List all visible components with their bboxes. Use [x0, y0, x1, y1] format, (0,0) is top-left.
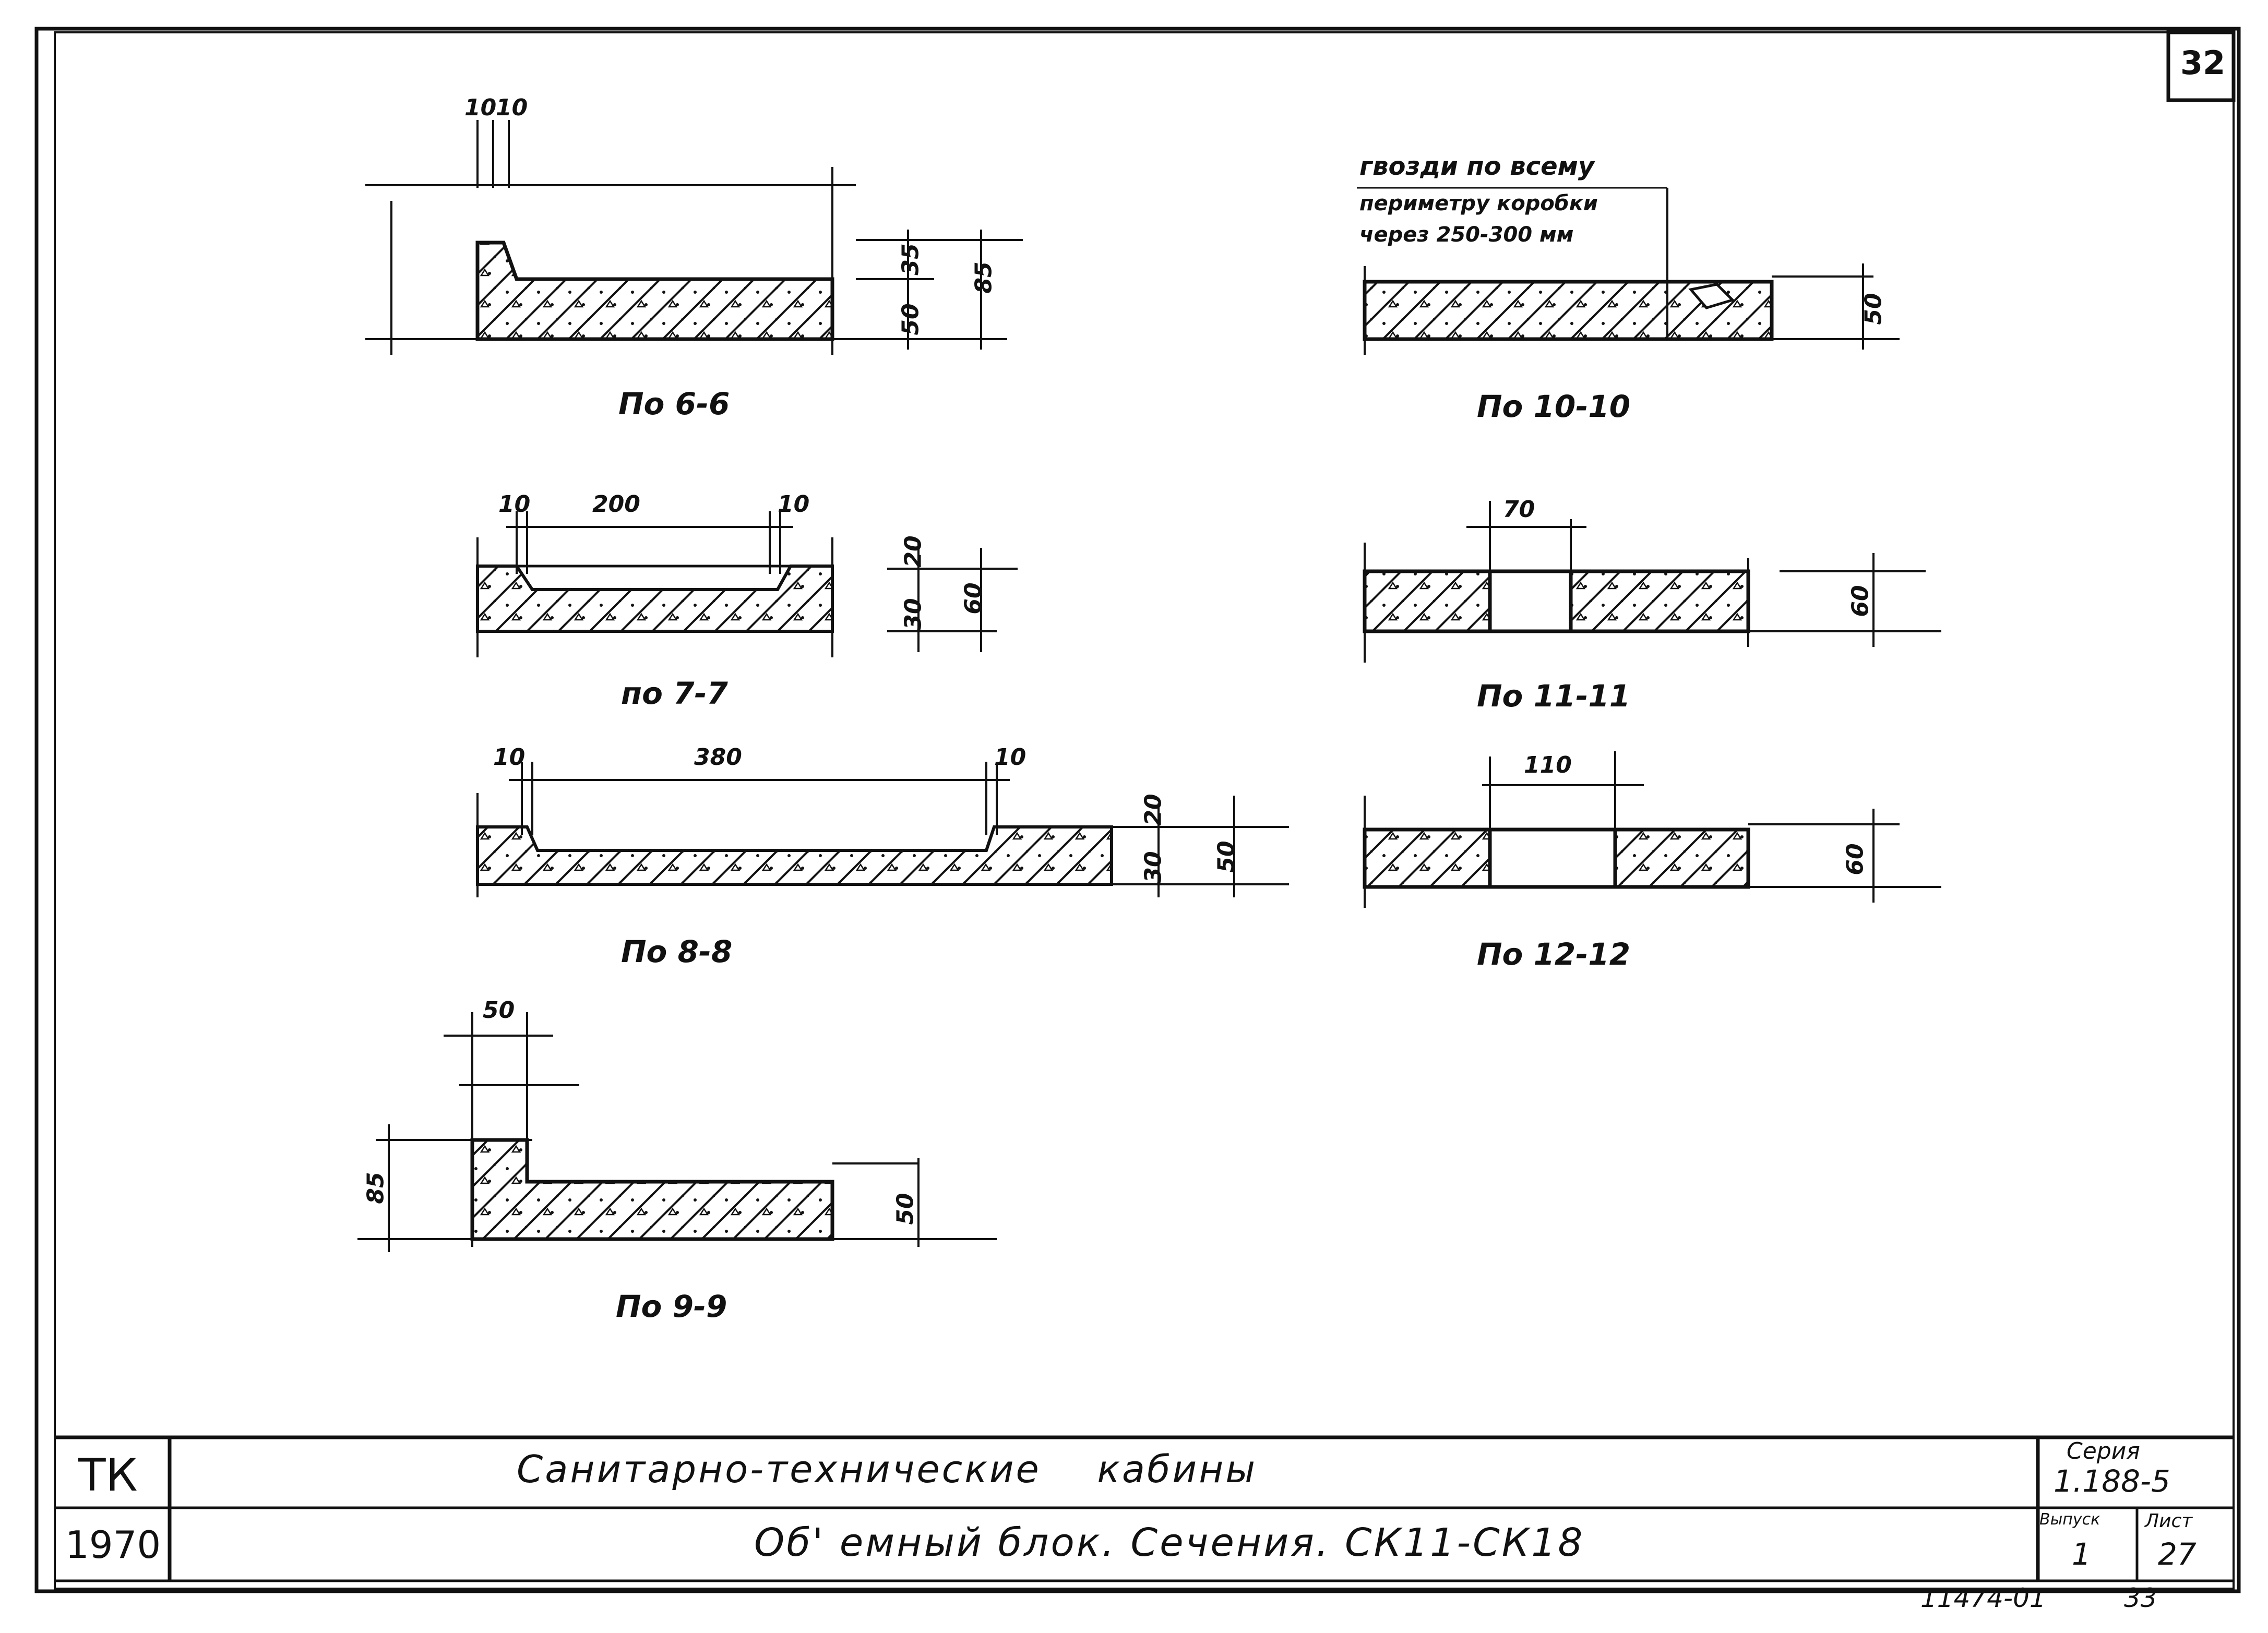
- section-11-11: [1363, 501, 1941, 663]
- section-title-11-11: По 11-11: [1477, 678, 1631, 714]
- section-title-12-12: По 12-12: [1477, 936, 1631, 972]
- section-9-9: [357, 1012, 997, 1252]
- section-title-8-8: По 8-8: [621, 934, 733, 969]
- stamp-sheet-value: 27: [2158, 1536, 2197, 1572]
- dim-11-11-b: 60: [1847, 585, 1874, 617]
- section-title-10-10: По 10-10: [1477, 389, 1631, 424]
- dim-9-9-c: 50: [892, 1193, 919, 1225]
- dim-7-7-a: 10: [498, 491, 531, 518]
- dim-8-8-e: 30: [1140, 851, 1167, 883]
- title-block: [55, 1435, 2234, 1582]
- section-7-7: [476, 511, 1018, 657]
- stamp-series-label: Серия: [2067, 1438, 2140, 1464]
- dim-7-7-d: 20: [900, 535, 927, 568]
- stamp-issue-value: 1: [2072, 1536, 2091, 1572]
- outer-frame: [34, 27, 2241, 1593]
- dim-6-6-e: 85: [970, 261, 997, 294]
- footer-page: 33: [2124, 1583, 2157, 1613]
- dim-8-8-c: 10: [994, 744, 1026, 771]
- section-8-8: [476, 762, 1289, 897]
- dim-7-7-c: 10: [778, 491, 810, 518]
- dim-6-6-b: 10: [496, 94, 528, 121]
- sheet-number-box: [2166, 30, 2236, 102]
- dim-6-6-d: 50: [897, 303, 924, 335]
- inner-frame: [54, 31, 2235, 1590]
- section-12-12: [1363, 751, 1941, 908]
- stamp-sheet-label: Лист: [2145, 1510, 2193, 1532]
- dim-11-11-a: 70: [1503, 496, 1535, 523]
- dim-10-10-a: 50: [1860, 293, 1887, 325]
- stamp-year: 1970: [65, 1523, 161, 1567]
- dim-8-8-f: 50: [1213, 840, 1240, 873]
- section-10-10: [1357, 187, 1900, 355]
- dim-12-12-b: 60: [1842, 843, 1869, 875]
- dim-8-8-d: 20: [1140, 794, 1167, 826]
- dim-6-6-a: 10: [464, 94, 497, 121]
- dim-9-9-a: 50: [483, 997, 515, 1024]
- footer-code: 11474-01: [1920, 1583, 2046, 1613]
- dim-7-7-e: 30: [900, 598, 927, 630]
- dim-6-6-c: 35: [897, 243, 924, 275]
- section-title-7-7: по 7-7: [621, 676, 728, 711]
- nail-note-line-2: периметру коробки: [1359, 191, 1598, 215]
- stamp-title: Санитарно-технические кабины: [517, 1447, 1258, 1491]
- nail-note-line-3: через 250-300 мм: [1359, 223, 1574, 247]
- dim-7-7-f: 60: [960, 582, 987, 615]
- dim-7-7-b: 200: [592, 491, 640, 518]
- dim-12-12-a: 110: [1524, 752, 1572, 778]
- nail-note-line-1: гвозди по всему: [1359, 152, 1595, 181]
- sheet-number: 32: [2180, 44, 2226, 82]
- section-title-9-9: По 9-9: [616, 1289, 727, 1324]
- section-6-6: [365, 120, 1023, 355]
- dim-9-9-b: 85: [362, 1172, 389, 1204]
- stamp-subtitle: Об' емный блок. Сечения. СК11-СК18: [754, 1520, 1585, 1565]
- dim-8-8-b: 380: [694, 744, 742, 771]
- stamp-series-value: 1.188-5: [2054, 1463, 2170, 1499]
- section-title-6-6: По 6-6: [618, 386, 730, 422]
- stamp-issue-label: Выпуск: [2039, 1510, 2100, 1529]
- dim-8-8-a: 10: [493, 744, 526, 771]
- stamp-org: ТК: [78, 1449, 138, 1502]
